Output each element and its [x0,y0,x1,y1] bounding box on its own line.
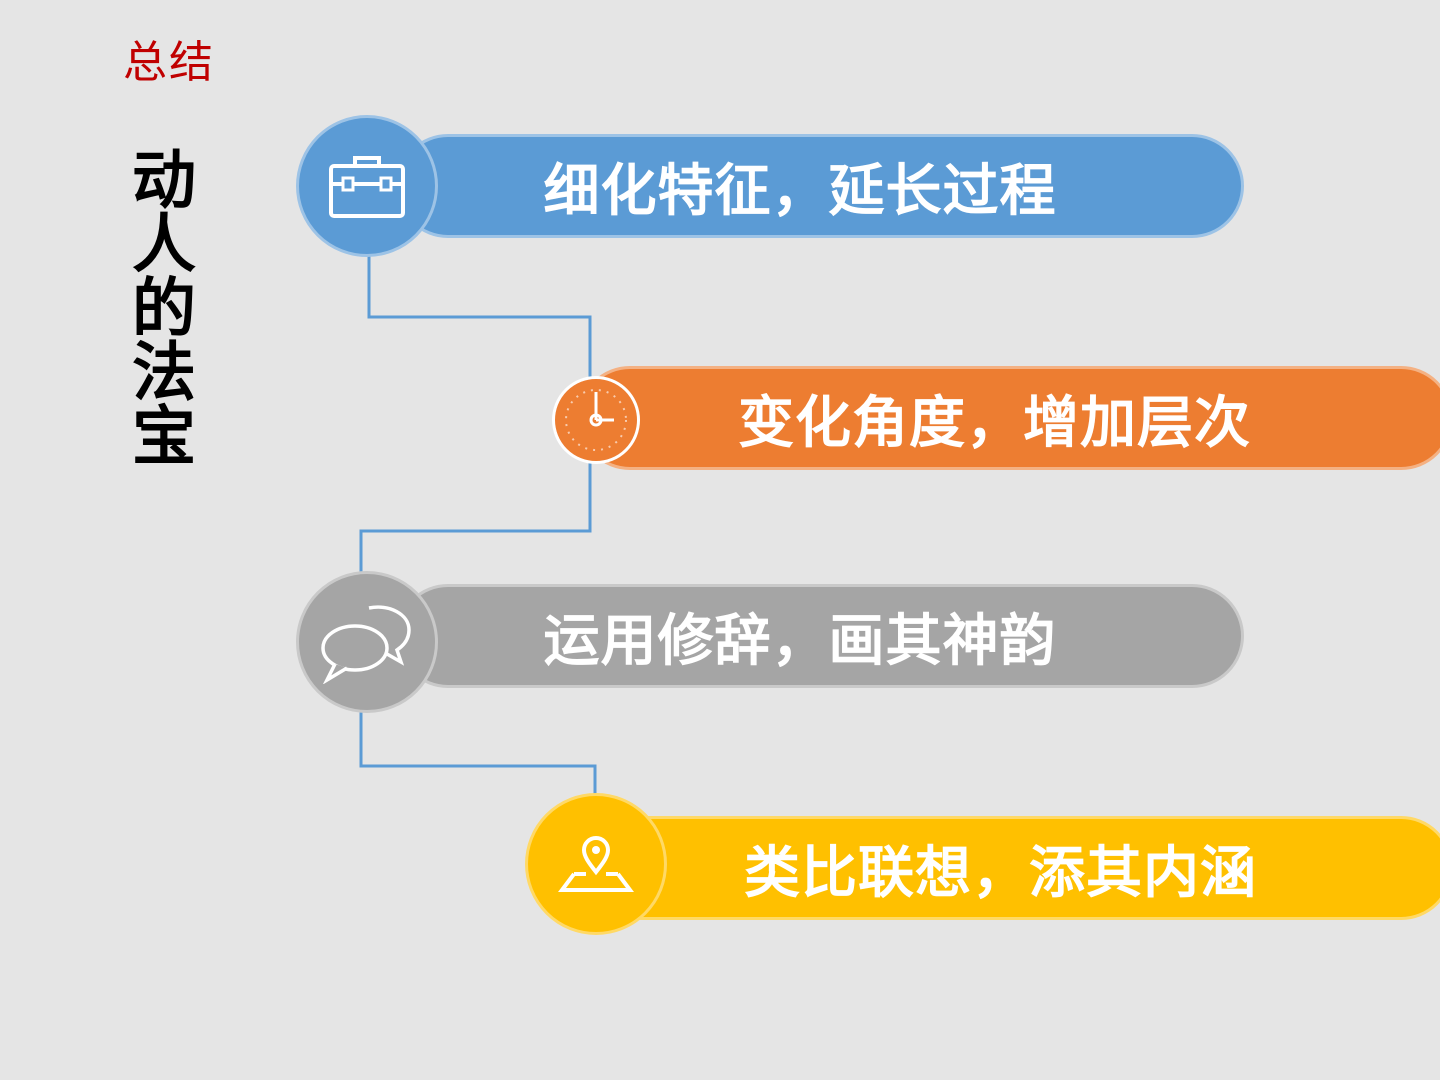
connector-1-2 [367,256,592,378]
speech-bubbles-icon [319,600,415,684]
slide-title: 总结 [123,37,215,88]
step-4-circle [525,793,667,935]
briefcase-icon [327,152,407,220]
vertical-title: 动人的法宝 [121,146,195,466]
step-4-bar: 类比联想，添其内涵 [590,816,1440,920]
clock-icon [560,384,632,456]
step-2-bar: 变化角度，增加层次 [578,366,1440,470]
connector-2-3 [359,462,592,572]
step-3-circle [296,571,438,713]
step-3-bar: 运用修辞，画其神韵 [396,584,1244,688]
map-pin-icon [558,832,634,896]
step-1-bar: 细化特征，延长过程 [396,134,1244,238]
step-2-circle [552,376,640,464]
connector-3-4 [359,710,597,795]
step-2-label: 变化角度，增加层次 [738,390,1251,456]
step-3-label: 运用修辞，画其神韵 [543,608,1057,674]
step-1-circle [296,115,438,257]
step-4-label: 类比联想，添其内涵 [744,840,1257,906]
step-1-label: 细化特征，延长过程 [543,158,1057,224]
